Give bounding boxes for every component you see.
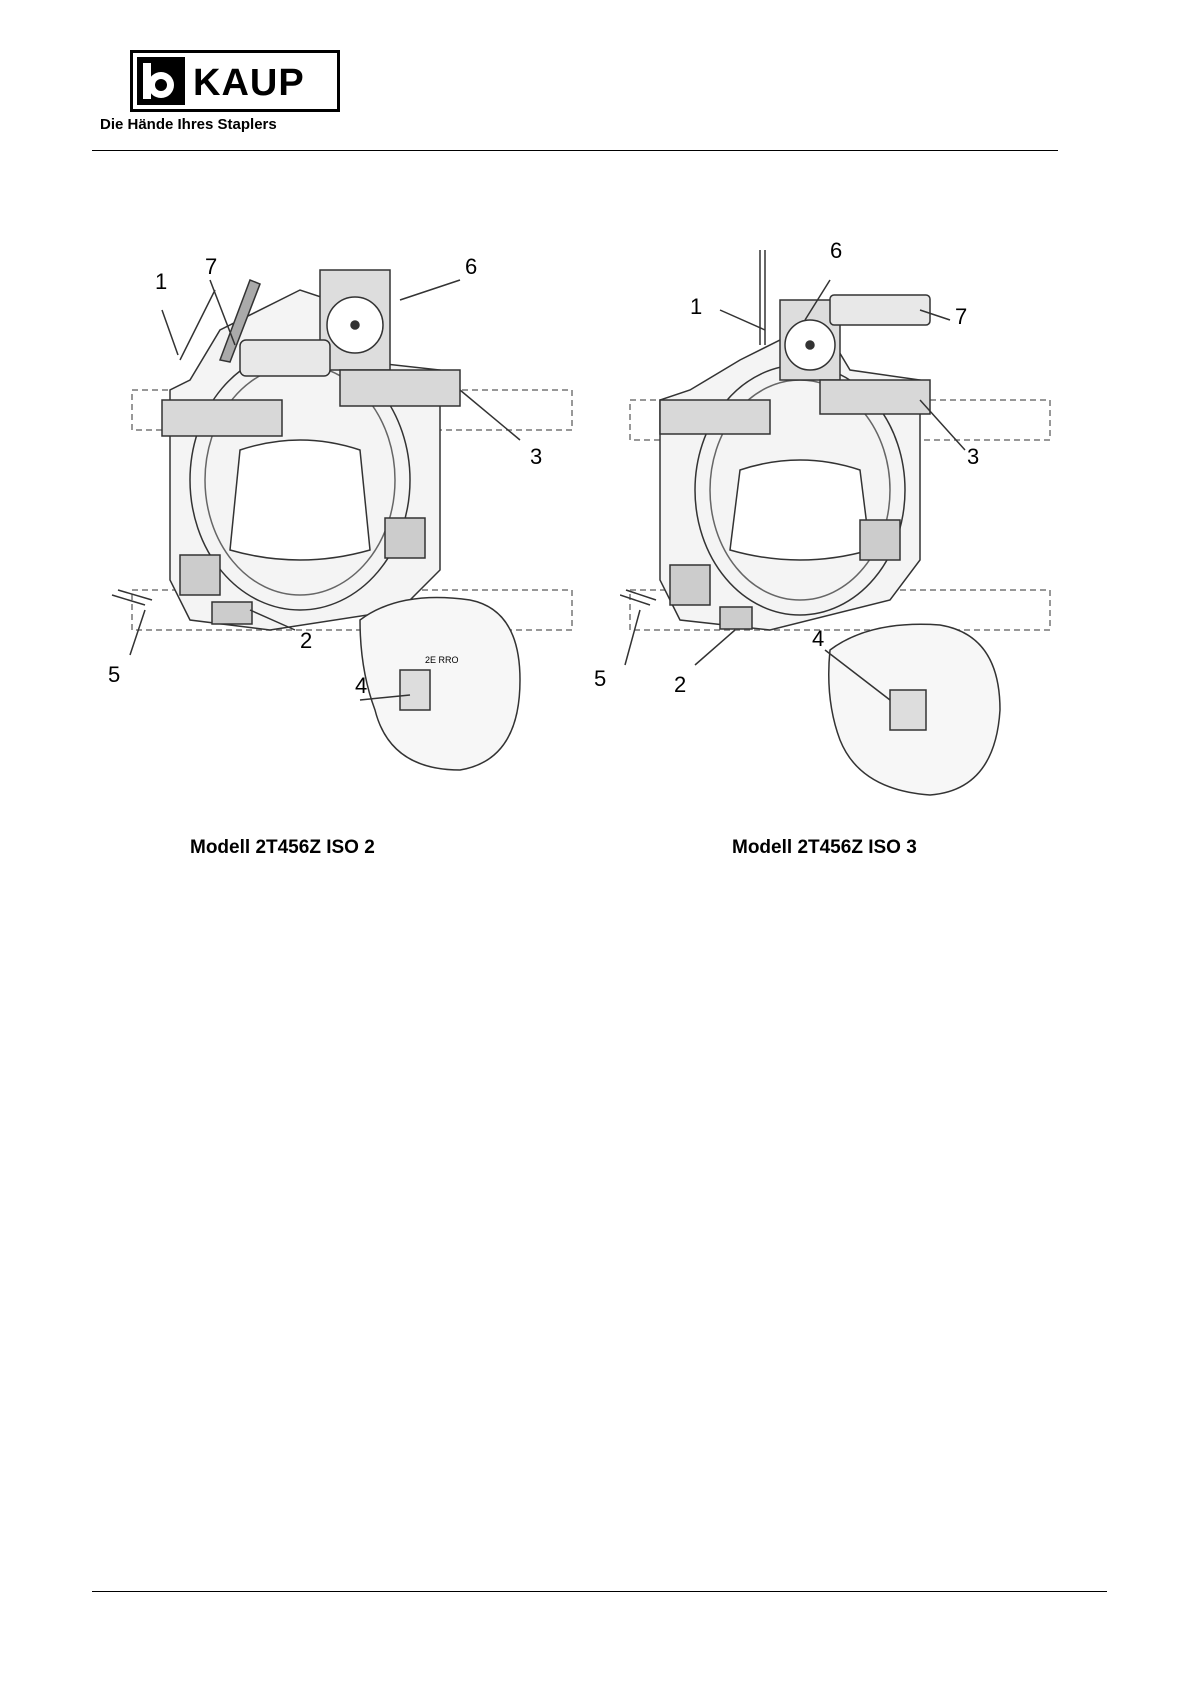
kaup-logo: KAUP (130, 50, 340, 112)
brand-tagline: Die Hände Ihres Staplers (100, 116, 277, 133)
iso2-technical-drawing (100, 250, 620, 840)
caption-iso2: Modell 2T456Z ISO 2 (190, 837, 375, 859)
footer-divider (92, 1591, 1107, 1592)
callout-2: 2 (674, 674, 686, 696)
callout-2: 2 (300, 630, 312, 652)
iso3-technical-drawing (620, 250, 1140, 840)
kaup-logo-mark-icon (137, 57, 185, 105)
callout-4: 4 (355, 675, 367, 697)
callout-6: 6 (830, 240, 842, 262)
figure-iso3-drawing: 6 1 7 3 4 5 2 (620, 250, 1140, 840)
callout-3: 3 (530, 446, 542, 468)
detail-label: 2E RRO (425, 655, 459, 665)
callout-7: 7 (955, 306, 967, 328)
figure-iso2-drawing: 1 7 6 3 2 5 4 2E RRO (100, 250, 620, 840)
callout-6: 6 (465, 256, 477, 278)
callout-5: 5 (594, 668, 606, 690)
callout-3: 3 (967, 446, 979, 468)
callout-7: 7 (205, 256, 217, 278)
brand-name: KAUP (193, 59, 305, 107)
caption-iso3: Modell 2T456Z ISO 3 (732, 837, 917, 859)
callout-4: 4 (812, 628, 824, 650)
header-divider (92, 150, 1058, 151)
callout-1: 1 (690, 296, 702, 318)
callout-1: 1 (155, 271, 167, 293)
callout-5: 5 (108, 664, 120, 686)
